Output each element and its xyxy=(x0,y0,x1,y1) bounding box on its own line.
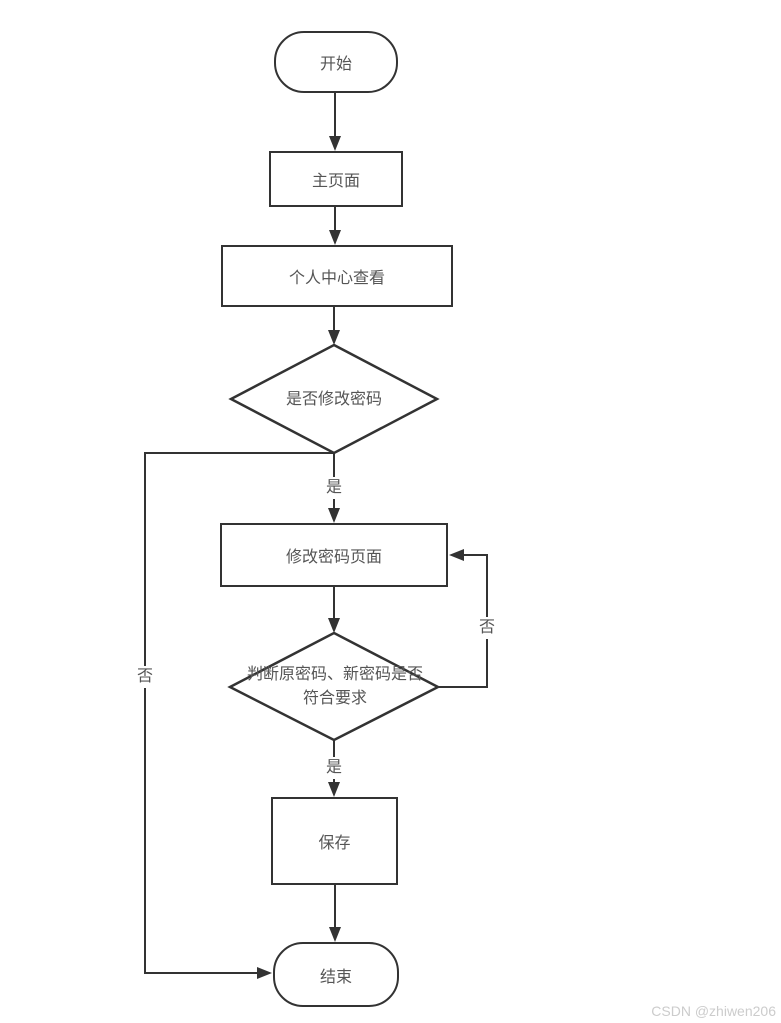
arrowhead-modify-top xyxy=(328,508,340,523)
arrowhead-save-top xyxy=(328,782,340,797)
arrowhead-end-top xyxy=(329,927,341,942)
save-node: 保存 xyxy=(271,797,398,885)
decision-validate-label-line1: 判断原密码、新密码是否 xyxy=(246,666,423,683)
decision-validate-shape xyxy=(227,631,441,742)
arrowhead-end-left xyxy=(257,967,272,979)
edge-label-no-loop: 否 xyxy=(477,617,497,639)
start-node: 开始 xyxy=(274,31,398,93)
edge-label-yes-1: 是 xyxy=(324,477,344,499)
arrowhead-main-top xyxy=(329,136,341,151)
personal-center-node: 个人中心查看 xyxy=(221,245,453,307)
arrowhead-personal-top xyxy=(329,230,341,245)
csdn-watermark: CSDN @zhiwen206 xyxy=(651,1003,776,1019)
arrowhead-modify-right xyxy=(449,549,464,561)
arrowhead-decision2-top xyxy=(328,618,340,633)
modify-password-page-node: 修改密码页面 xyxy=(220,523,448,587)
edge-decision1-no xyxy=(144,452,334,974)
decision-change-password-shape xyxy=(228,343,440,455)
end-node: 结束 xyxy=(273,942,399,1007)
edge-label-yes-2: 是 xyxy=(324,757,344,779)
decision-validate-label-line2: 符合要求 xyxy=(302,690,367,707)
decision-change-password-label: 是否修改密码 xyxy=(285,391,382,408)
edge-label-no-left: 否 xyxy=(135,666,155,688)
arrowhead-decision1-top xyxy=(328,330,340,345)
decision-validate-label: 判断原密码、新密码是否 符合要求 xyxy=(229,663,441,711)
main-page-node: 主页面 xyxy=(269,151,403,207)
